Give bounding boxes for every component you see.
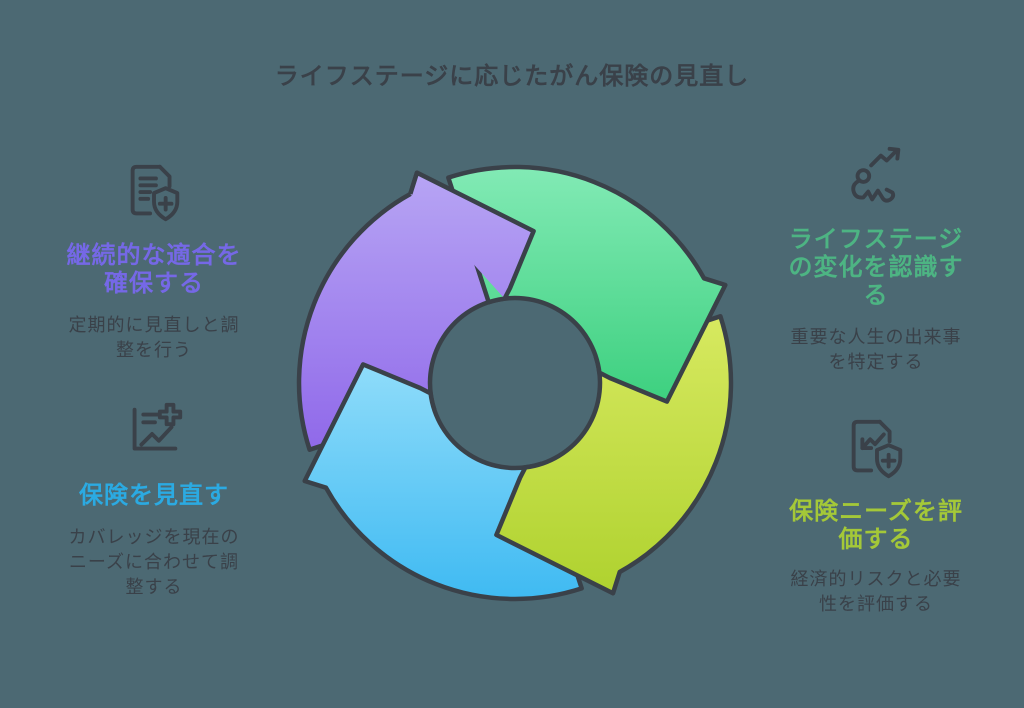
cycle-arrow-ensure-head <box>410 172 534 299</box>
health-chart-cross-icon <box>120 398 188 466</box>
step-ensure-ongoing-fit: 継続的な適合を 確保する 定期的に見直しと調 整を行う <box>38 160 270 363</box>
document-shield-plus-icon <box>120 160 188 228</box>
step-heading: ライフステージ の変化を認識す る <box>788 225 964 309</box>
step-description: 経済的リスクと必要 性を評価する <box>790 569 962 615</box>
step-description: カバレッジを現在の ニーズに合わせて調 整する <box>68 527 240 598</box>
person-trend-arrow-icon <box>842 144 910 212</box>
cycle-diagram <box>296 164 734 602</box>
cycle-arrow-recognize <box>446 164 728 404</box>
page-title: ライフステージに応じたがん保険の見直し <box>274 62 750 90</box>
document-chart-shield-icon <box>842 416 910 484</box>
step-description: 重要な人生の出来事 を特定する <box>790 327 962 373</box>
step-description: 定期的に見直しと調 整を行う <box>68 315 240 361</box>
step-review-insurance: 保険を見直す カバレッジを現在の ニーズに合わせて調 整する <box>38 398 270 600</box>
step-heading: 保険を見直す <box>79 481 229 509</box>
step-recognize-life-stage: ライフステージ の変化を認識す る 重要な人生の出来事 を特定する <box>760 144 992 375</box>
step-heading: 保険ニーズを評 価する <box>789 497 963 553</box>
step-heading: 継続的な適合を 確保する <box>66 241 242 297</box>
step-assess-insurance-needs: 保険ニーズを評 価する 経済的リスクと必要 性を評価する <box>760 416 992 617</box>
